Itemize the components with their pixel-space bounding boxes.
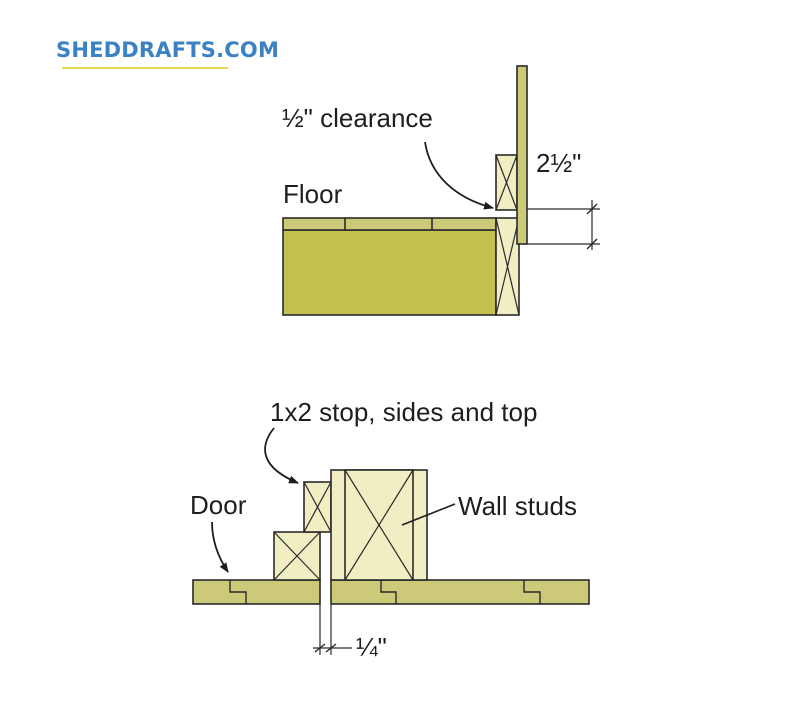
- clearance-arrow: [424, 141, 494, 210]
- door-panel: [516, 65, 528, 245]
- studs-label: Wall studs: [458, 491, 577, 521]
- stop-label: 1x2 stop, sides and top: [270, 397, 537, 427]
- door-arrow: [211, 521, 229, 573]
- floor-label: Floor: [283, 179, 343, 209]
- logo-underline: [62, 67, 228, 69]
- stop-arrow: [264, 427, 299, 484]
- wall-sheathing: [330, 579, 590, 605]
- logo-text: SHEDDRAFTS.COM: [56, 38, 280, 62]
- door-board: [192, 579, 321, 605]
- door-label: Door: [190, 490, 247, 520]
- gap-label: ¼": [356, 632, 387, 662]
- studs-leader: [401, 503, 456, 526]
- clearance-label: ½" clearance: [282, 103, 433, 133]
- height-label: 2½": [536, 148, 581, 178]
- sheddrafts-logo[interactable]: SHEDDRAFTS.COM: [56, 36, 280, 69]
- bottom-detail: [192, 469, 590, 655]
- floor-joist: [282, 229, 497, 316]
- top-detail: [282, 65, 600, 316]
- floor-sheathing: [282, 217, 497, 231]
